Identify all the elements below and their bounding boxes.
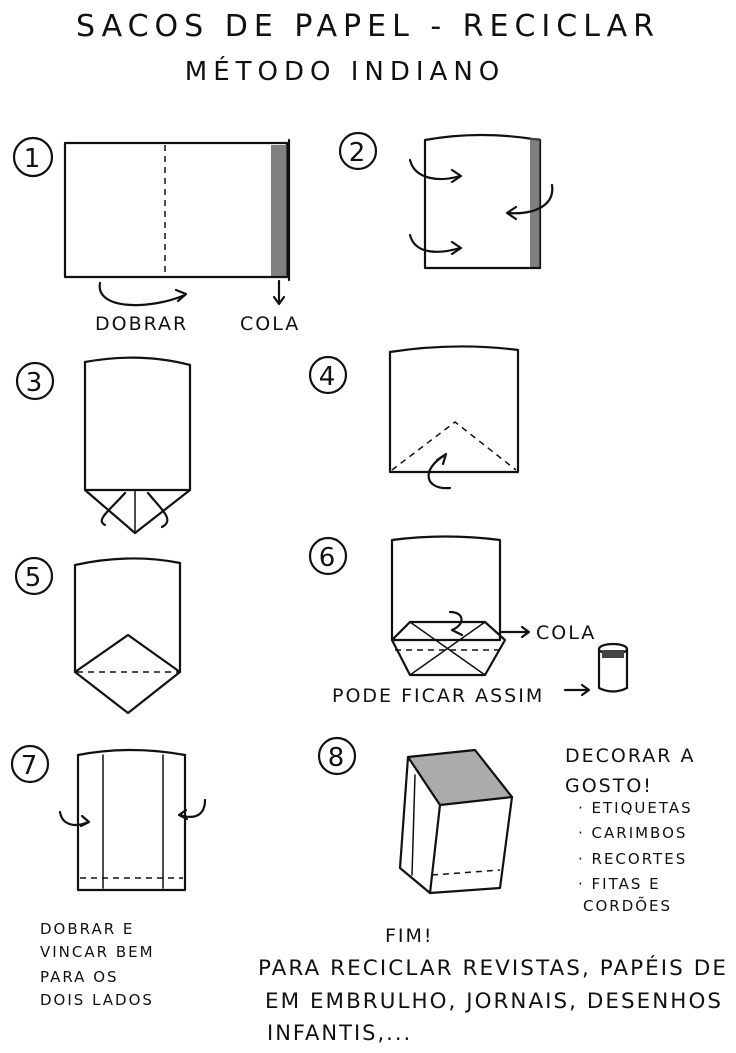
step-5-bag (73, 561, 182, 715)
step-3-circle (15, 361, 55, 401)
step-6-label-glue: COLA (536, 622, 596, 644)
step-2-arrow-bottom (408, 233, 462, 253)
step-7-text-line-2: VINCAR BEM (40, 943, 155, 961)
step-6: 6 COLA PODE FICAR ASSIM (308, 535, 629, 707)
step-6-number-two-mark (448, 610, 464, 637)
step-8: 8 (317, 736, 514, 895)
step-8-bag-front (428, 795, 514, 895)
step-4-circle (308, 355, 348, 395)
step-8-number: 8 (328, 743, 347, 773)
decor-heading-line-2: GOSTO! (565, 775, 653, 797)
step-6-small-bag-shade (602, 650, 624, 658)
step-3-arrow-right (146, 491, 169, 529)
step-4-top-edge (388, 345, 520, 354)
step-7-text-line-1: DOBRAR E (40, 920, 134, 938)
step-4-fold-arrow-head (435, 452, 448, 466)
decor-item-cords: CORDÕES (583, 896, 672, 915)
step-1-glue-strip (271, 145, 287, 276)
step-6-glue-arrow-head (520, 625, 531, 639)
step-2-glue-strip (530, 138, 540, 267)
step-3-tube (83, 360, 192, 492)
step-2-arrow-top-head (450, 168, 463, 184)
step-2-arrow-bottom-head (450, 240, 463, 256)
step-4-bag (388, 348, 520, 474)
step-2-arrow-right (506, 183, 554, 215)
step-3-arrow-left (100, 491, 127, 527)
step-7-arrow-right (178, 798, 207, 818)
step-2-folded-paper (423, 133, 542, 270)
step-6-bag (390, 535, 502, 642)
step-2-number: 2 (349, 138, 368, 168)
step-1-label-fold: DOBRAR (95, 313, 188, 335)
step-2-circle (338, 131, 378, 171)
decor-notes: DECORAR A GOSTO! · ETIQUETAS · CARIMBOS … (565, 745, 696, 915)
step-3: 3 (15, 356, 192, 535)
step-4: 4 (308, 345, 520, 490)
step-1-circle (12, 136, 54, 178)
step-5: 5 (14, 556, 182, 715)
ending-fim: FIM! (385, 925, 434, 947)
step-8-bag-side (398, 755, 432, 895)
step-7-bag (76, 753, 187, 892)
step-2-arrow-top (408, 158, 462, 181)
step-7-text-line-4: DOIS LADOS (40, 991, 154, 1009)
step-1-label-glue: COLA (240, 313, 300, 335)
step-7-arrow-right-head (177, 808, 189, 821)
step-3-number: 3 (26, 368, 45, 398)
step-2-arrow-right-head (505, 205, 518, 221)
step-1-number: 1 (24, 144, 43, 174)
ending-line-1: PARA RECICLAR REVISTAS, PAPÉIS DE (258, 955, 728, 980)
step-7-text-line-3: PARA OS (40, 968, 119, 986)
decor-item-stamps: · CARIMBOS (578, 824, 687, 842)
step-6-crease-lines (409, 621, 486, 676)
step-1-fold-arrow (98, 281, 187, 307)
ending-notes: FIM! PARA RECICLAR REVISTAS, PAPÉIS DE E… (258, 925, 728, 1045)
step-7-number: 7 (21, 751, 40, 781)
step-3-bottom-point (83, 488, 192, 535)
step-8-bag-opening-shade (408, 750, 512, 805)
ending-line-3: INFANTIS,... (267, 1021, 412, 1045)
step-5-circle (14, 556, 54, 596)
step-5-diamond-top (73, 633, 182, 674)
step-1-fold-arrow-head (174, 288, 188, 303)
step-6-label-can-stay: PODE FICAR ASSIM (332, 685, 544, 707)
step-6-circle (308, 536, 348, 576)
step-7-circle (10, 744, 50, 784)
step-6-small-bag (597, 647, 629, 693)
step-3-top-edge (83, 356, 192, 367)
step-1-glue-arrow-head (272, 295, 286, 306)
step-8-side-crease (411, 774, 416, 876)
step-5-number: 5 (25, 563, 44, 593)
decor-item-ribbons: · FITAS E (578, 875, 661, 893)
page-subtitle: MÉTODO INDIANO (185, 55, 505, 87)
decor-item-labels: · ETIQUETAS (578, 799, 693, 817)
step-1: 1 DOBRAR COLA (12, 136, 300, 335)
ending-line-2: EM EMBRULHO, JORNAIS, DESENHOS (265, 989, 723, 1013)
step-8-bottom-fold (431, 869, 501, 876)
step-2: 2 (338, 131, 554, 270)
step-4-fold-triangle (391, 421, 517, 471)
step-7: 7 DOBRAR E VINCAR BEM PARA OS DOIS LADOS (10, 744, 207, 1009)
step-5-top-edge (73, 557, 182, 567)
step-7-top-edge (76, 748, 187, 757)
decor-item-cutouts: · RECORTES (578, 850, 687, 868)
step-8-circle (317, 736, 357, 776)
step-4-number: 4 (319, 362, 338, 392)
step-1-paper-sheet (63, 141, 289, 279)
step-6-number: 6 (319, 543, 338, 573)
page-title: SACOS DE PAPEL - RECICLAR (76, 9, 660, 44)
decor-heading-line-1: DECORAR A (565, 745, 696, 767)
step-7-arrow-left-head (79, 814, 91, 828)
step-6-result-arrow-head (580, 683, 591, 697)
